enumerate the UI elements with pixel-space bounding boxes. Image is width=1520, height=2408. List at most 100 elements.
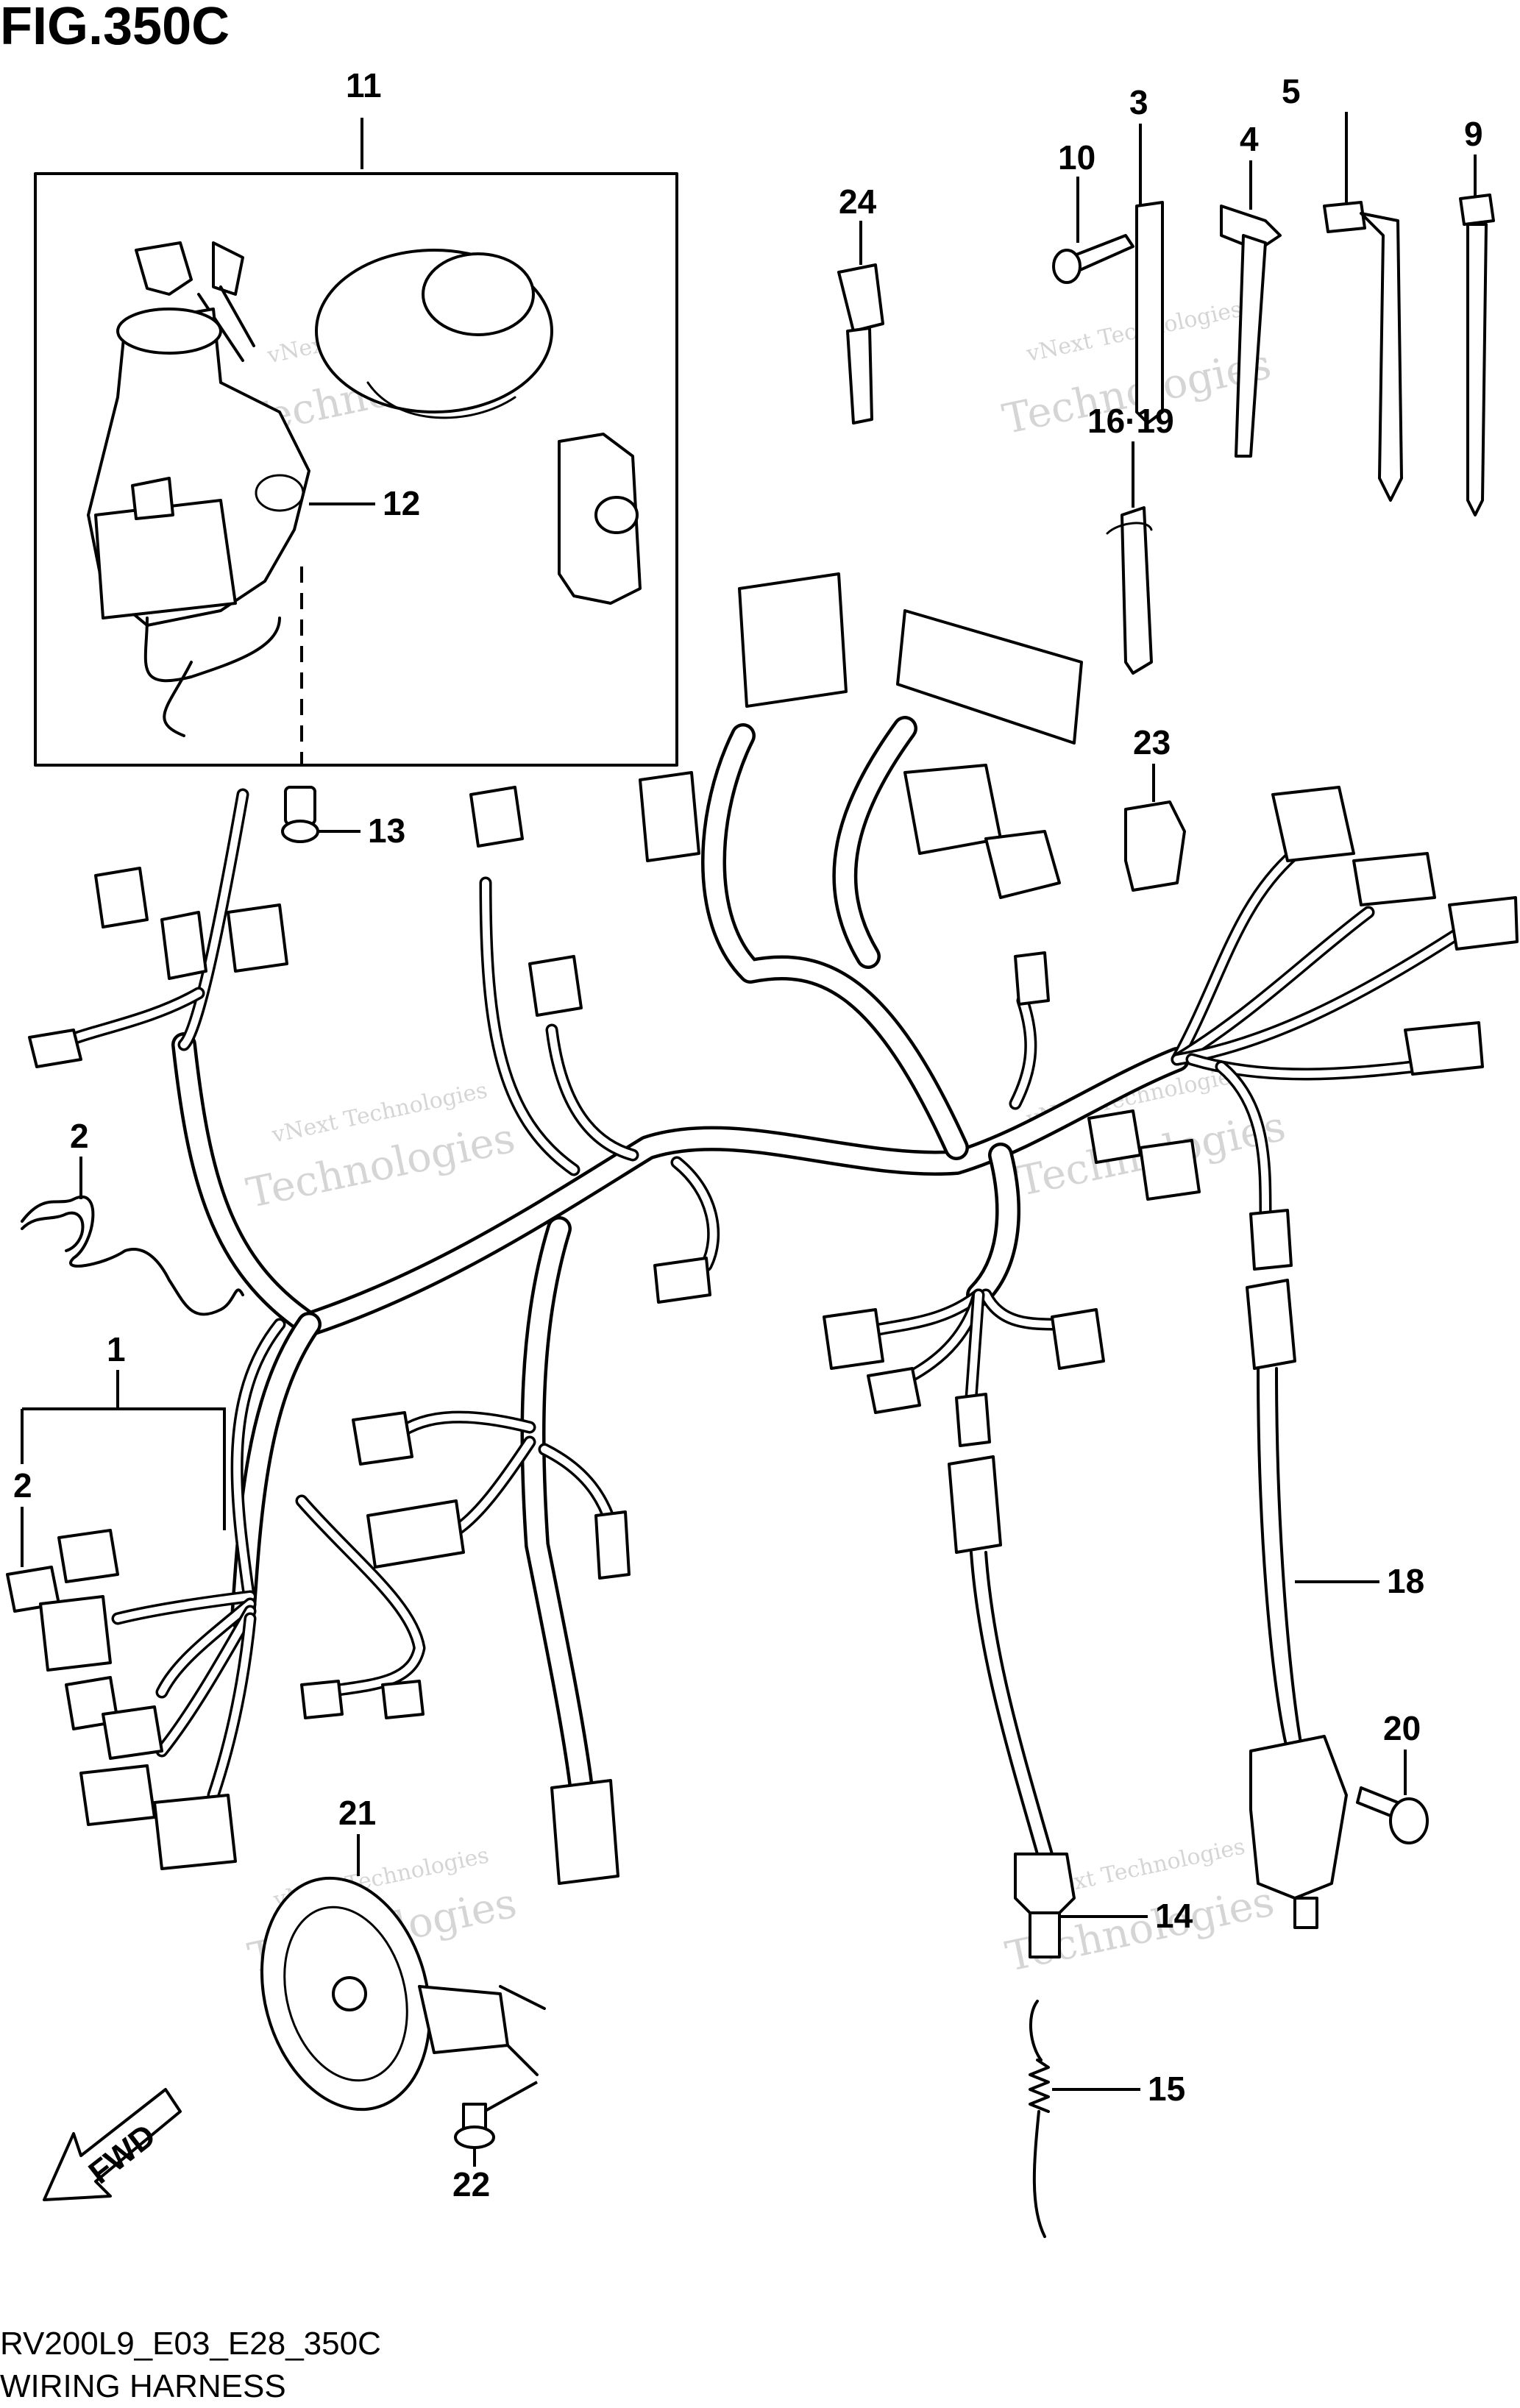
wire-lead-inner [298, 1497, 423, 1696]
connector [381, 1680, 425, 1719]
callouts: 11 12 13 24 10 3 4 5 9 16·19 23 2 [13, 66, 1483, 2203]
switch-connector [131, 477, 174, 520]
spring [1029, 2000, 1050, 2238]
connector [1014, 951, 1050, 1006]
connector [1271, 786, 1355, 862]
connector [1087, 1109, 1142, 1164]
side-stand-switch [1246, 1279, 1348, 1929]
main-wiring-harness [52, 716, 1463, 1802]
wire-lead-inner [210, 1615, 254, 1799]
callout-9: 9 [1464, 115, 1483, 153]
neutral-switch-lead [948, 1455, 1076, 1958]
wire-lead-inner [1173, 931, 1460, 1063]
neutral-switch-tip [1029, 1911, 1061, 1958]
connector [528, 955, 583, 1017]
spring-coil [1029, 2059, 1050, 2113]
key-head [212, 241, 244, 296]
spring-rod [1032, 2110, 1046, 2238]
connector [594, 1510, 631, 1580]
neutral-switch [1014, 1853, 1076, 1914]
fwd-arrow-shape [43, 2088, 182, 2201]
lead-connector [948, 1455, 1002, 1554]
wire-lead-inner [158, 1600, 254, 1696]
connector [366, 1499, 465, 1569]
connector [160, 911, 207, 980]
wire-lead-inner [1012, 997, 1034, 1107]
leader-11 [361, 118, 363, 169]
connector [1404, 1021, 1484, 1076]
connector [1139, 1139, 1201, 1201]
callout-16-19: 16·19 [1087, 402, 1174, 440]
wire-lead-inner [233, 1321, 283, 1608]
callout-24: 24 [839, 182, 877, 221]
fuel-cap-lock [422, 252, 535, 336]
connector-block [738, 572, 848, 708]
wire-lead-inner [180, 791, 246, 1048]
key-head [135, 241, 193, 296]
switch-lead-wire [163, 661, 193, 737]
harness-branch-inner [835, 719, 915, 966]
connector [79, 1764, 156, 1826]
callout-21: 21 [338, 1794, 376, 1832]
wire-lead [538, 1443, 617, 1530]
callout-2: 2 [13, 1466, 32, 1505]
callout-6-7-8-17: 5 [1282, 72, 1301, 110]
wire-lead-inner [982, 1291, 1063, 1328]
connector [955, 1393, 991, 1447]
horn-rim [283, 1906, 408, 2082]
switch-connector [1246, 1279, 1296, 1370]
side-stand-switch-body [1249, 1735, 1348, 1900]
fuel-cap-rim [366, 381, 516, 419]
connector [639, 771, 700, 862]
key-blank-head [837, 263, 884, 333]
connector-cap [1124, 800, 1186, 892]
watermark-3: vNext Technologies Technologies [243, 1077, 519, 1218]
callout-22: 22 [452, 2165, 490, 2203]
callout-3: 2 [70, 1117, 89, 1155]
connector [867, 1367, 921, 1414]
connector [1249, 1209, 1293, 1271]
wire-lead-inner [158, 1608, 254, 1755]
screw-shank [284, 786, 316, 825]
connector [653, 1257, 711, 1304]
switch-plunger [1293, 1897, 1318, 1929]
clamp-strap [1360, 212, 1403, 502]
connector [102, 1705, 163, 1760]
horn-bracket-edge [499, 1985, 546, 2076]
connector [469, 786, 524, 848]
cord [21, 1211, 85, 1252]
callout-4: 3 [1129, 83, 1148, 121]
figure-title: FIG.350C [0, 0, 230, 56]
bolt-head [1389, 1797, 1429, 1844]
leader-1 [22, 1370, 226, 1530]
lead-wire [984, 1551, 1054, 1855]
ignition-kit-box [34, 172, 678, 767]
harness-branch-inner [969, 1146, 1018, 1304]
connector [227, 903, 288, 973]
wire-lead-inner [452, 1438, 533, 1534]
clamp-head [1323, 201, 1366, 233]
connector [94, 867, 149, 928]
wire-clamp-hook [1106, 522, 1153, 535]
switch-lead-wire [143, 617, 281, 683]
horn-center [332, 1976, 367, 2011]
callout-10: 10 [1058, 138, 1095, 177]
callout-14: 14 [1155, 1897, 1193, 1935]
cord [21, 1196, 244, 1316]
harness-branch-inner [704, 726, 966, 1157]
callout-11: 11 [346, 66, 382, 104]
cable-tie-strap [1466, 223, 1488, 516]
callout-12: 12 [383, 484, 420, 522]
switch-wire [1275, 1367, 1304, 1752]
wire-lead-inner [548, 1026, 636, 1159]
wire-lead-inner [482, 879, 578, 1173]
cable-tie-head [1459, 193, 1495, 226]
connectors [6, 572, 1519, 1885]
switch-wire [1257, 1367, 1289, 1752]
band-clamp-head [1220, 205, 1282, 252]
wire-clamp [1121, 506, 1153, 675]
connector [823, 1308, 884, 1370]
screw [281, 786, 319, 843]
connector [1051, 1308, 1105, 1370]
forward-direction-arrow: FWD [43, 2088, 182, 2201]
